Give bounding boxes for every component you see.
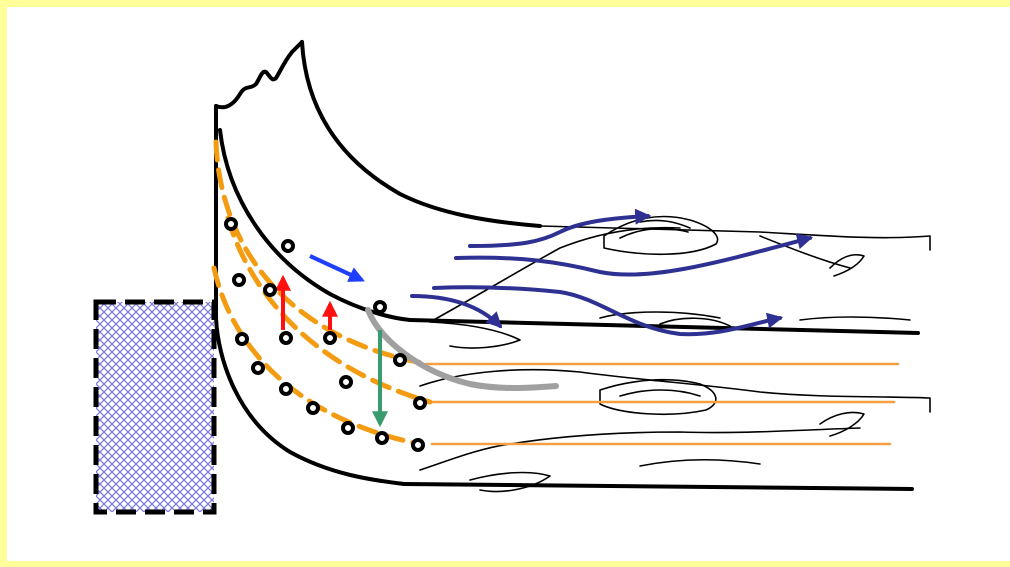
hatched-block-icon [96,302,214,512]
chip-flow-arrow [310,256,362,280]
ring-marker-icon [226,219,425,450]
dashed-arcs [214,142,430,444]
workpiece-outline [404,320,918,489]
flow-arrows [412,216,810,334]
